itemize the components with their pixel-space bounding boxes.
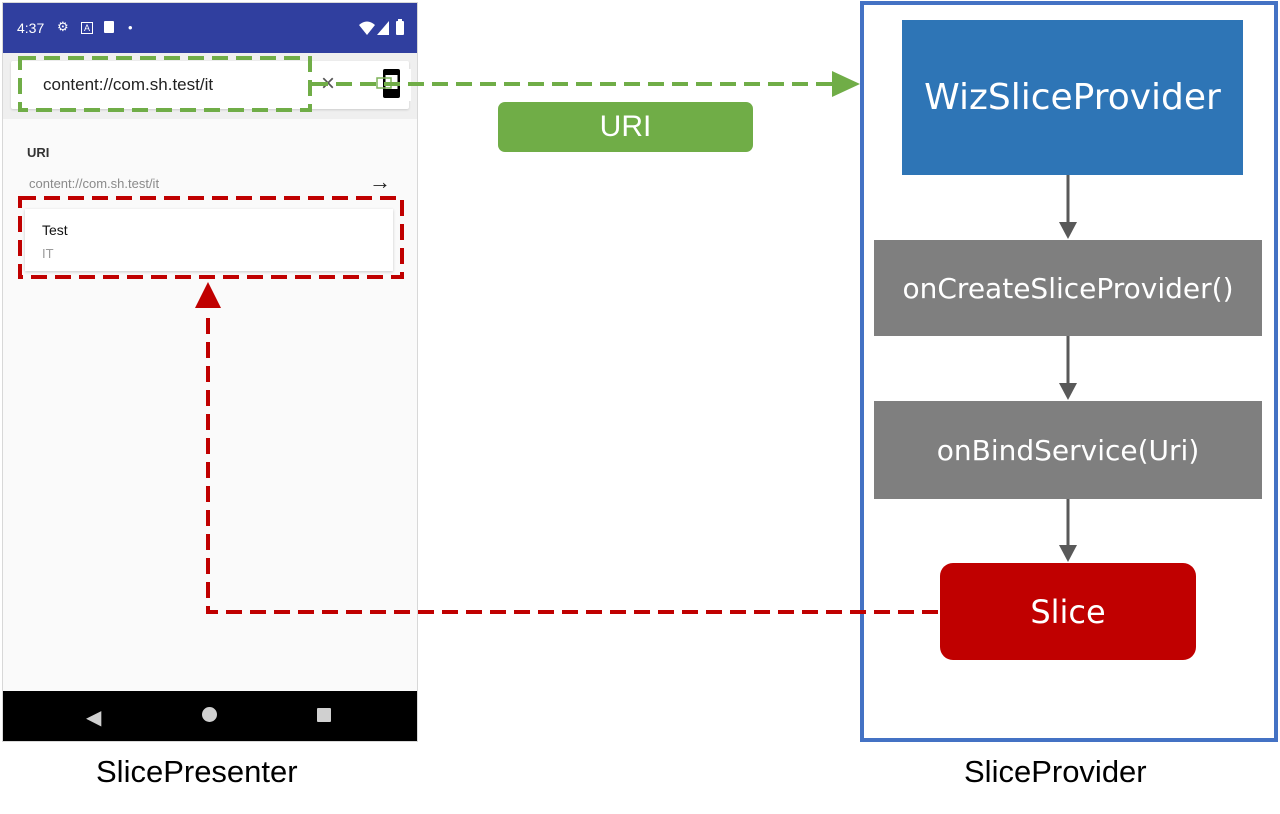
uri-tag: URI: [498, 102, 753, 152]
connector-3-head: [1059, 545, 1077, 562]
card-subtitle: IT: [42, 246, 54, 261]
caption-slice-presenter: SlicePresenter: [96, 754, 298, 789]
url-text[interactable]: content://com.sh.test/it: [43, 75, 214, 94]
home-icon[interactable]: [202, 707, 217, 722]
box-on-bind-service: onBindService(Uri): [874, 401, 1262, 499]
slice-card[interactable]: Test IT: [25, 209, 393, 271]
sd-card-icon: [104, 21, 114, 33]
battery-icon: [396, 19, 404, 35]
slice-highlight-box: [18, 196, 404, 279]
box-slice: Slice: [940, 563, 1196, 660]
slice-return-line: [206, 310, 938, 614]
wifi-icon: [359, 21, 375, 35]
connector-2-head: [1059, 383, 1077, 400]
recents-icon[interactable]: [317, 708, 331, 722]
nav-bar: ◀: [3, 691, 417, 741]
settings-icon: ⚙: [57, 19, 69, 34]
a-icon: A: [81, 22, 94, 34]
notification-dot-icon: •: [128, 20, 133, 35]
caption-slice-provider: SliceProvider: [964, 754, 1147, 789]
connector-1-head: [1059, 222, 1077, 239]
card-title: Test: [42, 222, 68, 238]
back-icon[interactable]: ◀: [86, 707, 102, 729]
arrow-right-icon[interactable]: →: [369, 169, 391, 194]
status-time: 4:37: [17, 20, 45, 36]
signal-icon: [377, 21, 389, 35]
uri-arrowhead: [832, 71, 860, 97]
box-on-create-slice-provider: onCreateSliceProvider(): [874, 240, 1262, 336]
slice-return-arrowhead: [195, 282, 221, 308]
status-bar: 4:37 ⚙ A •: [3, 3, 417, 53]
box-wiz-slice-provider: WizSliceProvider: [902, 20, 1243, 175]
close-icon[interactable]: ×: [321, 70, 336, 97]
url-highlight-box: [18, 56, 312, 112]
uri-value-field[interactable]: content://com.sh.test/it: [29, 176, 160, 191]
uri-label: URI: [27, 145, 50, 160]
